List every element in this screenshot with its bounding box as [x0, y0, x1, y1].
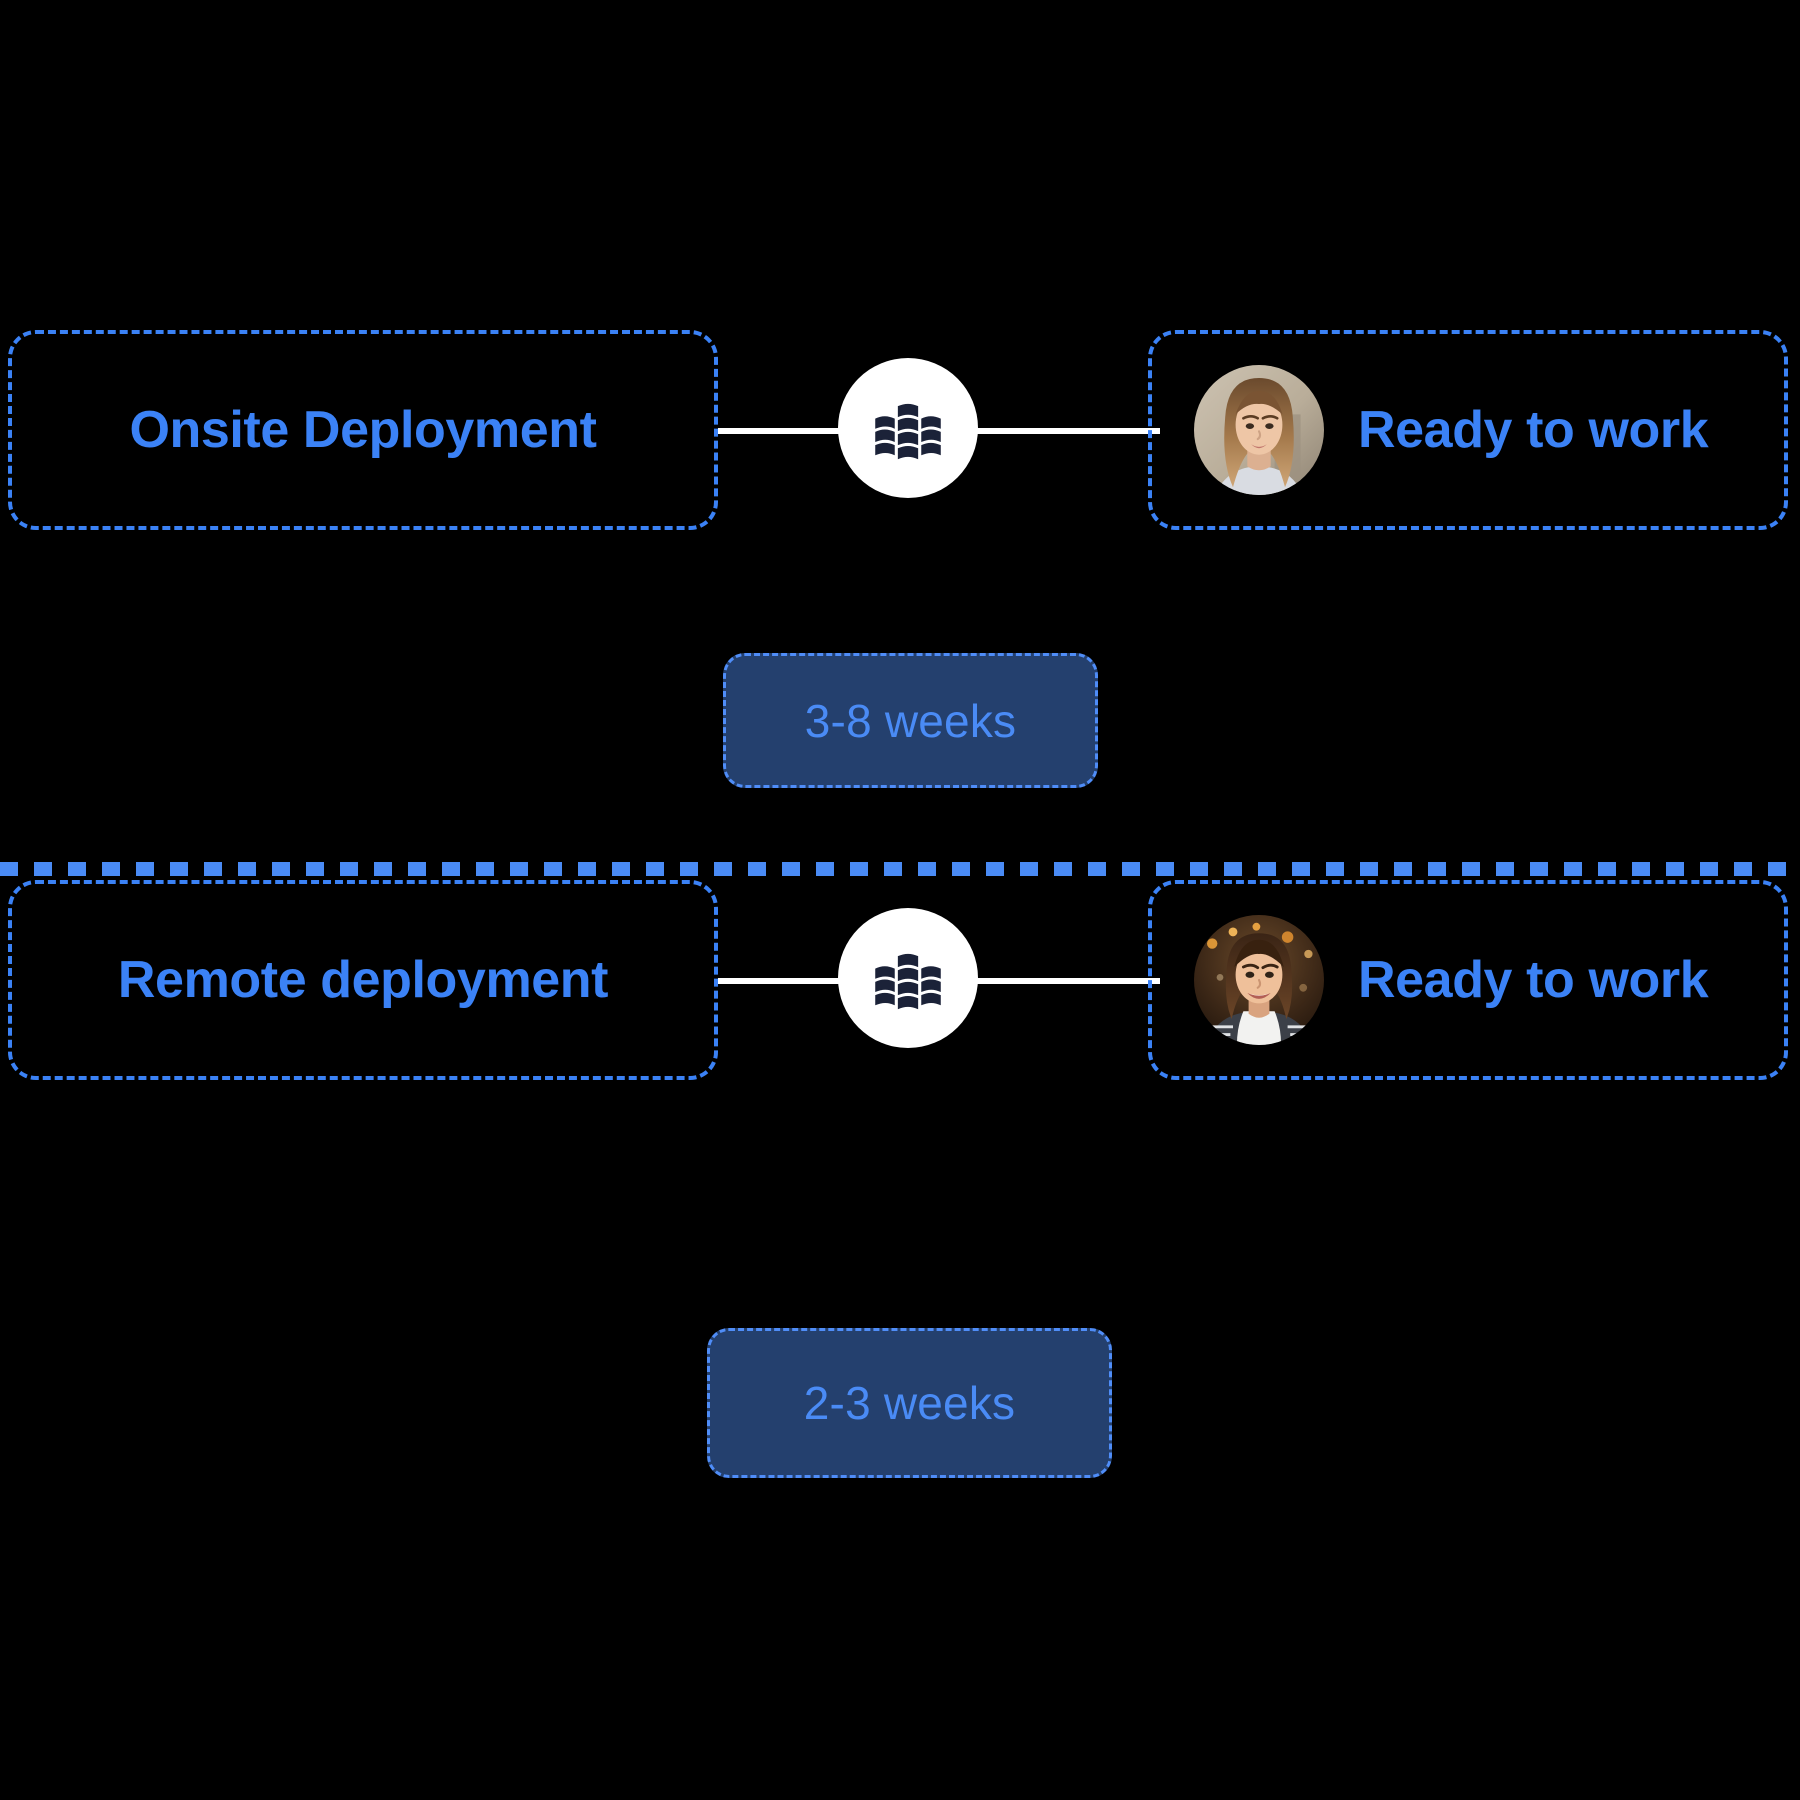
- remote-deployment-panel[interactable]: Remote deployment: [8, 880, 718, 1080]
- deployment-row-onsite: Onsite Deployment: [0, 330, 1800, 530]
- remote-duration-text: 2-3 weeks: [803, 1377, 1016, 1429]
- onsite-ready-label: Ready to work: [1358, 401, 1709, 459]
- office-building-icon: [875, 403, 941, 460]
- onsite-duration-text: 3-8 weeks: [804, 694, 1017, 747]
- office-building-icon: [875, 953, 941, 1010]
- connector-line-left-onsite: [718, 428, 908, 434]
- connector-line-left-remote: [718, 978, 908, 984]
- connector-line-right-onsite: [900, 428, 1160, 434]
- office-building-node-remote[interactable]: [838, 908, 978, 1048]
- remote-deployment-label: Remote deployment: [117, 951, 609, 1009]
- connector-line-right-remote: [900, 978, 1160, 984]
- onsite-ready-panel[interactable]: Ready to work: [1148, 330, 1788, 530]
- candidate-avatar-1: [1194, 365, 1324, 495]
- remote-ready-panel[interactable]: Ready to work: [1148, 880, 1788, 1080]
- remote-duration-badge[interactable]: 2-3 weeks: [707, 1328, 1112, 1478]
- deployment-row-remote: Remote deployment: [0, 880, 1800, 1080]
- onsite-deployment-label: Onsite Deployment: [129, 401, 597, 459]
- remote-ready-label: Ready to work: [1358, 951, 1709, 1009]
- candidate-avatar-2: [1194, 915, 1324, 1045]
- section-divider: [0, 862, 1800, 876]
- office-building-node-onsite[interactable]: [838, 358, 978, 498]
- onsite-deployment-panel[interactable]: Onsite Deployment: [8, 330, 718, 530]
- onsite-duration-badge[interactable]: 3-8 weeks: [723, 653, 1098, 788]
